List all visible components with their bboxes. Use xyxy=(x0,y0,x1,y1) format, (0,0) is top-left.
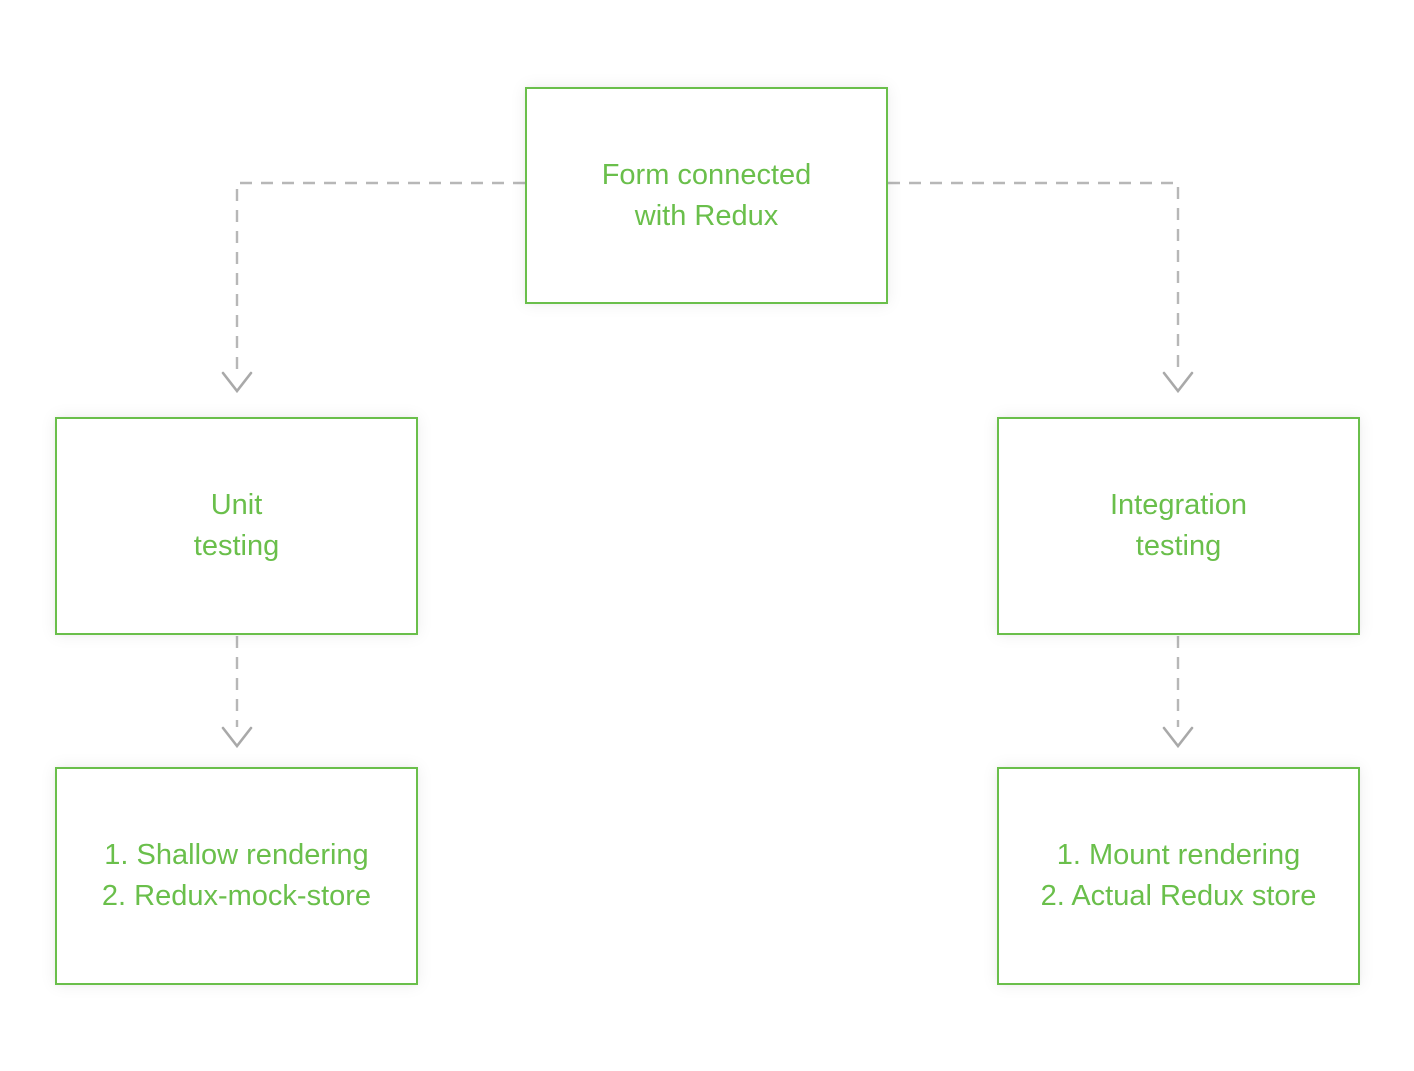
node-label-line: Form connected xyxy=(601,158,812,191)
node-label-line: 2. Actual Redux store xyxy=(1040,880,1317,912)
node-unit-testing-details: 1. Shallow rendering 2. Redux-mock-store xyxy=(55,767,418,985)
node-label-line: testing xyxy=(193,530,280,562)
node-label-line: Integration xyxy=(1109,489,1248,521)
node-form-connected-with-redux: Form connected with Redux xyxy=(525,87,888,304)
node-label-line: testing xyxy=(1135,530,1222,562)
node-integration-testing: Integration testing xyxy=(997,417,1360,635)
node-label-line: 2. Redux-mock-store xyxy=(101,880,372,912)
arrowhead-down-icon xyxy=(221,726,253,749)
node-label-line: Unit xyxy=(210,489,263,521)
connector-root-to-unit xyxy=(235,181,525,371)
arrowhead-down-icon xyxy=(221,371,253,394)
node-label-line: 1. Shallow rendering xyxy=(104,839,369,871)
arrowhead-down-icon xyxy=(1162,371,1194,394)
arrowhead-down-icon xyxy=(1162,726,1194,749)
node-unit-testing: Unit testing xyxy=(55,417,418,635)
node-integration-testing-details: 1. Mount rendering 2. Actual Redux store xyxy=(997,767,1360,985)
node-label-line: 1. Mount rendering xyxy=(1056,839,1301,871)
connector-root-to-integration xyxy=(888,181,1180,371)
node-label-line: with Redux xyxy=(634,199,779,232)
